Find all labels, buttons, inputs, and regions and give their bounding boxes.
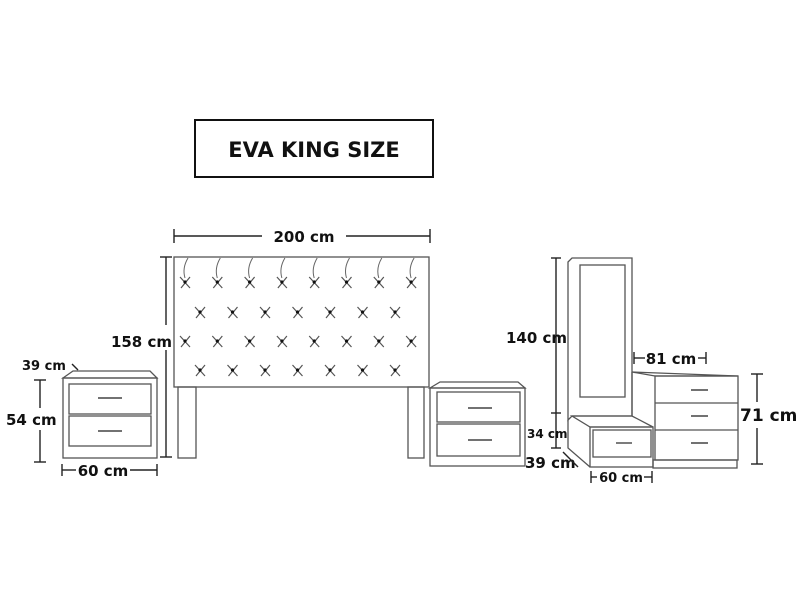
tufting-button (373, 257, 385, 289)
tufting-button (341, 257, 352, 289)
tufting-button (194, 306, 206, 319)
tufting-button (308, 335, 320, 348)
dressing-table-seat-height-label: 34 cm (527, 427, 568, 441)
tufting-button (357, 306, 368, 319)
tufting-button (341, 335, 352, 348)
tufting-button (292, 306, 303, 319)
tufting-button (244, 257, 256, 289)
chest-width-label: 81 cm (646, 350, 697, 368)
left-nightstand-height-label: 54 cm (6, 411, 57, 429)
mirror (579, 264, 626, 398)
tufting-button (194, 364, 206, 377)
tufting-button (373, 335, 385, 348)
chest-height-label: 71 cm (740, 406, 797, 426)
dressing-table-width-label: 60 cm (599, 471, 643, 486)
headboard-height-label: 158 cm (111, 333, 172, 351)
tufting-button (389, 364, 401, 377)
tufting-button (292, 364, 303, 377)
tufting-button (389, 306, 401, 319)
tufting-button (179, 335, 191, 348)
tufting-button (405, 335, 417, 348)
dressing-table (567, 257, 654, 468)
tufting-button (227, 364, 238, 377)
tufting-button (276, 335, 288, 348)
tufting-button (276, 257, 288, 289)
title-box (194, 119, 434, 178)
tufting-button (211, 257, 223, 289)
dressing-table-depth-label: 39 cm (525, 454, 576, 472)
chest-of-drawers (631, 371, 739, 469)
tufting-button (308, 257, 320, 289)
tufting-button (211, 335, 223, 348)
headboard-leg-left (177, 386, 197, 459)
tufting-button (244, 335, 256, 348)
right-nightstand (427, 381, 527, 467)
dressing-table-height-label: 140 cm (506, 329, 567, 347)
tufting-buttons (179, 257, 417, 377)
tufting-button (179, 257, 191, 289)
tufting-button (227, 306, 238, 319)
tufting-button (259, 306, 271, 319)
left-nightstand-width-label: 60 cm (78, 462, 129, 480)
headboard-width-label: 200 cm (273, 228, 334, 246)
left-nightstand-depth-label: 39 cm (22, 359, 66, 374)
tufting-button (324, 306, 336, 319)
title: EVA KING SIZE (228, 138, 399, 162)
headboard (173, 256, 430, 459)
tufting-button (357, 364, 368, 377)
tufting-button (259, 364, 271, 377)
left-nightstand (60, 370, 159, 459)
headboard-leg-right (407, 386, 425, 459)
tufting-button (405, 257, 417, 289)
tufting-button (324, 364, 336, 377)
